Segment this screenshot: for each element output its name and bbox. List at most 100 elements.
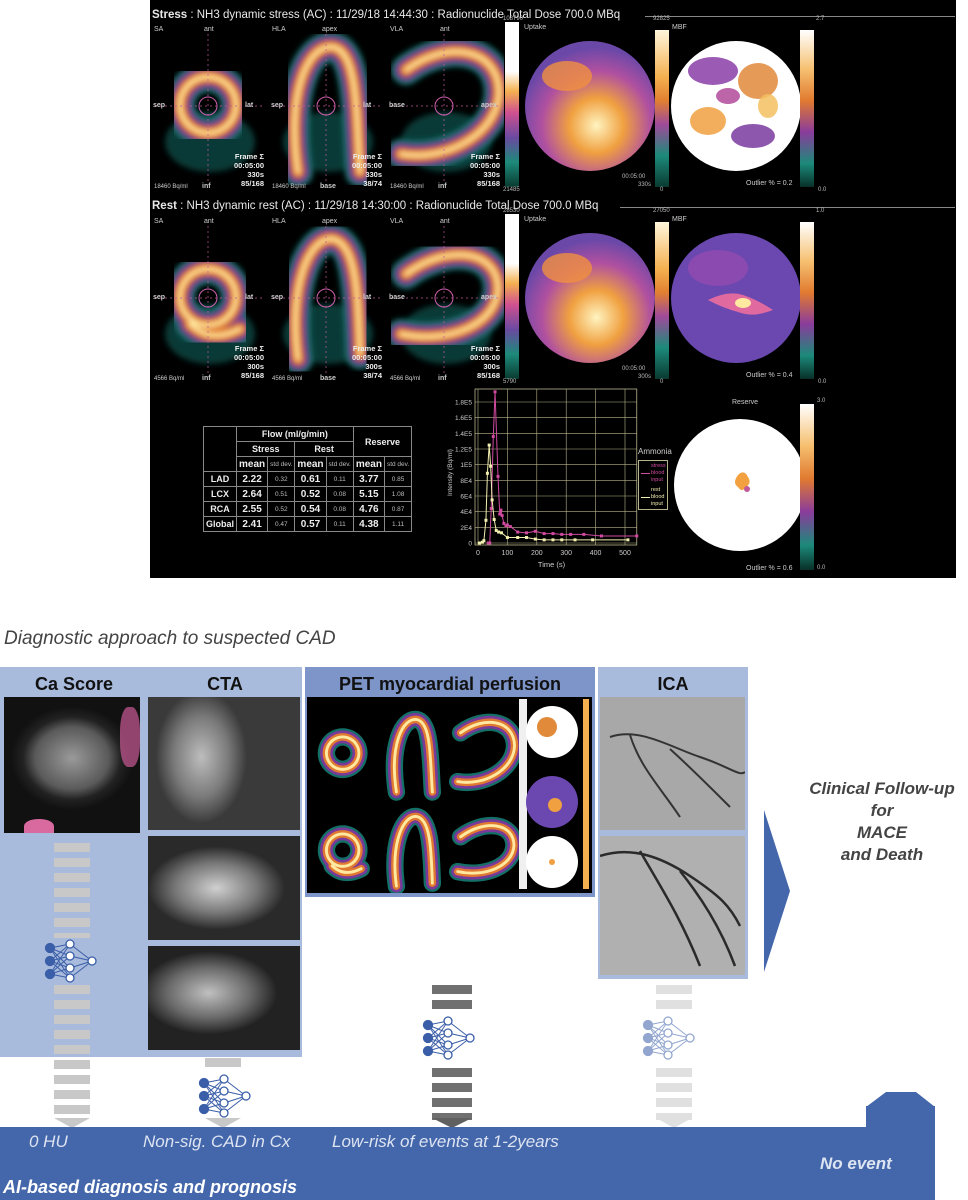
orientation-bottom: base xyxy=(320,375,336,382)
orientation-left: sep xyxy=(153,102,166,109)
orientation-top: ant xyxy=(204,26,214,33)
mbf-scale-max: 92825 xyxy=(653,16,670,22)
orientation-top: ant xyxy=(204,218,214,225)
reserve-header: Reserve xyxy=(352,426,413,457)
mbf-colorbar xyxy=(800,30,814,187)
data-point xyxy=(480,540,484,544)
panel-title-ica: ICA xyxy=(657,674,689,694)
frame-duration: 300s xyxy=(483,362,500,371)
data-point xyxy=(498,512,502,516)
activity-label: 18460 Bq/ml xyxy=(272,184,306,190)
frame-time: 00:05:00 xyxy=(469,161,500,170)
neural-network-icon xyxy=(196,1073,254,1124)
orientation-right: apex xyxy=(481,102,497,109)
uptake-frame-time: 00:05:00 xyxy=(622,174,646,180)
data-point xyxy=(484,518,488,522)
myocardium-image xyxy=(155,34,263,182)
data-point xyxy=(516,536,520,540)
footer-label: AI-based diagnosis and prognosis xyxy=(3,1177,298,1197)
data-point xyxy=(489,507,493,511)
figure-title: Diagnostic approach to suspected CAD xyxy=(4,628,336,649)
cell-region: Global xyxy=(202,516,238,532)
data-point xyxy=(485,471,489,475)
uptake-min: 5790 xyxy=(503,379,517,385)
data-point xyxy=(525,531,529,535)
follow-up-line: Clinical Follow-up xyxy=(809,779,955,798)
activity-label: 4566 Bq/ml xyxy=(390,376,421,382)
y-tick-label: 0 xyxy=(468,541,472,548)
uptake-polar-map xyxy=(525,41,655,171)
std-header: std dev. xyxy=(383,456,413,472)
flow-stripes xyxy=(205,1058,241,1068)
ica-angiogram-2 xyxy=(600,836,745,975)
uptake-max: 28530 xyxy=(503,208,520,214)
orientation-top: apex xyxy=(322,26,338,33)
data-point xyxy=(491,434,495,438)
orientation-right: apex xyxy=(481,294,497,301)
neural-network-graphic xyxy=(642,1016,695,1060)
orientation-top: apex xyxy=(322,218,338,225)
mbf-max: 1.0 xyxy=(816,208,825,214)
orientation-bottom: inf xyxy=(202,375,211,382)
y-tick-label: 8E4 xyxy=(460,478,472,485)
frame-index: 38/74 xyxy=(363,179,382,188)
cell-res-mean: 5.15 xyxy=(352,486,385,502)
neural-network-graphic xyxy=(198,1074,251,1118)
cell-res-sd: 1.11 xyxy=(383,516,413,532)
arrow-right-icon xyxy=(764,810,790,972)
activity-label: 4566 Bq/ml xyxy=(154,376,185,382)
data-point xyxy=(635,534,639,538)
series-line-rest xyxy=(479,445,628,544)
reserve-label: Reserve xyxy=(732,399,759,406)
mbf-max: 2.7 xyxy=(816,16,825,22)
frame-index: 85/168 xyxy=(477,179,500,188)
pet-perfusion-screen: Stress : NH3 dynamic stress (AC) : 11/29… xyxy=(150,0,956,578)
data-point xyxy=(599,534,603,538)
uptake-duration: 300s xyxy=(638,374,652,380)
flow-stripes xyxy=(656,985,692,1013)
mbf-min: 0.0 xyxy=(818,187,827,193)
orientation-bottom: inf xyxy=(438,375,447,382)
mbf-label: MBF xyxy=(672,24,687,31)
frame-index: 85/168 xyxy=(241,179,264,188)
frame-index: 85/168 xyxy=(477,371,500,380)
data-point xyxy=(626,538,630,542)
cell-region: LAD xyxy=(202,471,238,487)
data-point xyxy=(488,541,492,545)
frame-duration: 300s xyxy=(365,362,382,371)
cell-rest-mean: 0.52 xyxy=(294,486,327,502)
data-point xyxy=(493,390,497,394)
uptake-min: 21485 xyxy=(503,187,520,193)
outcome-pet: Low-risk of events at 1-2years xyxy=(332,1132,559,1151)
neural-network-icon xyxy=(420,1015,478,1066)
frame-time: 00:05:00 xyxy=(351,353,382,362)
myocardium-image xyxy=(386,34,515,182)
cell-stress-sd: 0.51 xyxy=(267,486,296,502)
orientation-bottom: inf xyxy=(202,183,211,190)
view-name: HLA xyxy=(272,218,286,225)
data-point xyxy=(516,530,520,534)
frame-label: Frame Σ xyxy=(352,152,382,161)
y-tick-label: 4E4 xyxy=(460,509,472,516)
step-block xyxy=(866,1106,935,1128)
frame-time: 00:05:00 xyxy=(233,161,264,170)
uptake-frame-time: 00:05:00 xyxy=(622,366,646,372)
mbf-polar-map xyxy=(671,41,801,171)
stress-header: Stress : NH3 dynamic stress (AC) : 11/29… xyxy=(152,9,621,21)
reserve-polar-map xyxy=(674,419,806,551)
data-point xyxy=(533,537,537,541)
orientation-left: sep xyxy=(271,294,284,301)
cell-stress-sd: 0.32 xyxy=(267,471,296,487)
activity-label: 18460 Bq/ml xyxy=(390,184,424,190)
clinical-follow-up-label: Clinical Follow-up for MACE and Death xyxy=(796,778,968,866)
cell-rest-sd: 0.11 xyxy=(325,516,354,532)
x-tick-label: 100 xyxy=(502,550,514,557)
